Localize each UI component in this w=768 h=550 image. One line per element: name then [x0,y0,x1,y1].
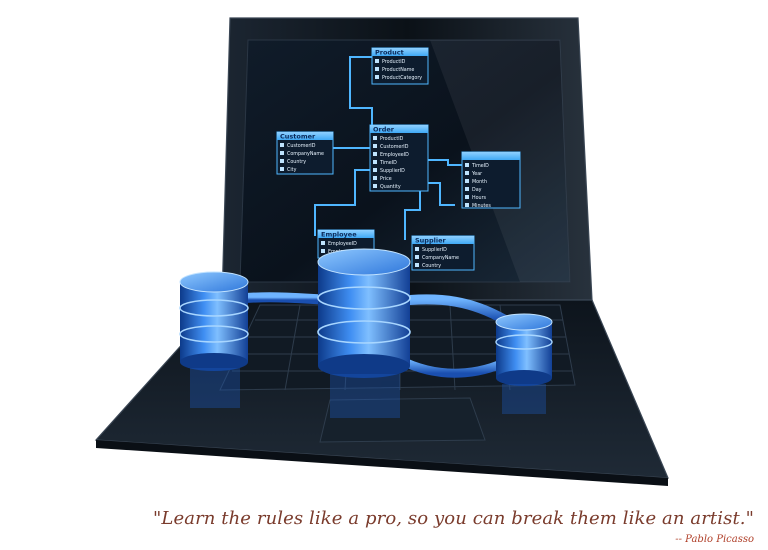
svg-text:ProductID: ProductID [380,136,404,142]
svg-text:EmployeeID: EmployeeID [328,241,357,247]
svg-text:TimeID: TimeID [379,160,397,166]
svg-text:Minutes: Minutes [472,203,491,209]
svg-text:ProductCategory: ProductCategory [382,75,422,81]
svg-text:CompanyName: CompanyName [422,255,459,261]
database-reflections [190,368,546,418]
supplier-table: Supplier SupplierID CompanyName Country [411,235,475,271]
svg-text:Day: Day [472,187,482,193]
product-table-title: Product [375,49,404,57]
quote-text: "Learn the rules like a pro, so you can … [153,508,754,529]
svg-text:Country: Country [422,263,441,269]
laptop-database-illustration: Product ProductID ProductName ProductCat… [94,17,669,486]
customer-table: Customer CustomerID CompanyName Country … [276,131,334,175]
svg-text:ProductName: ProductName [382,67,414,73]
svg-text:CustomerID: CustomerID [380,144,409,150]
database-icon-right [495,313,553,386]
schema-connectors [314,56,462,240]
svg-text:CompanyName: CompanyName [287,151,324,157]
order-table: Order ProductID CustomerID EmployeeID Ti… [369,124,429,192]
svg-text:Month: Month [472,179,487,185]
time-table: TimeID Year Month Day Hours Minutes [461,151,521,209]
svg-text:Price: Price [380,176,392,182]
svg-text:Quantity: Quantity [380,184,401,190]
product-table: Product ProductID ProductName ProductCat… [371,47,429,85]
supplier-table-title: Supplier [415,237,446,245]
svg-text:TimeID: TimeID [471,163,489,169]
svg-text:SupplierID: SupplierID [422,247,447,253]
order-table-title: Order [373,126,395,134]
svg-text:Hours: Hours [472,195,487,201]
product-table-rows: ProductID ProductName ProductCategory [375,59,422,81]
touchpad [319,397,486,443]
database-icon-center [317,248,411,378]
quote-author: -- Pablo Picasso [675,534,754,545]
svg-text:CustomerID: CustomerID [287,143,316,149]
svg-text:SupplierID: SupplierID [380,168,405,174]
employee-table-title: Employee [321,231,357,239]
database-icon-left [179,271,249,371]
svg-text:City: City [287,167,297,173]
svg-text:ProductID: ProductID [382,59,406,65]
svg-text:Year: Year [471,171,482,177]
svg-text:EmployeeID: EmployeeID [380,152,409,158]
svg-text:Country: Country [287,159,306,165]
customer-table-title: Customer [280,133,316,141]
